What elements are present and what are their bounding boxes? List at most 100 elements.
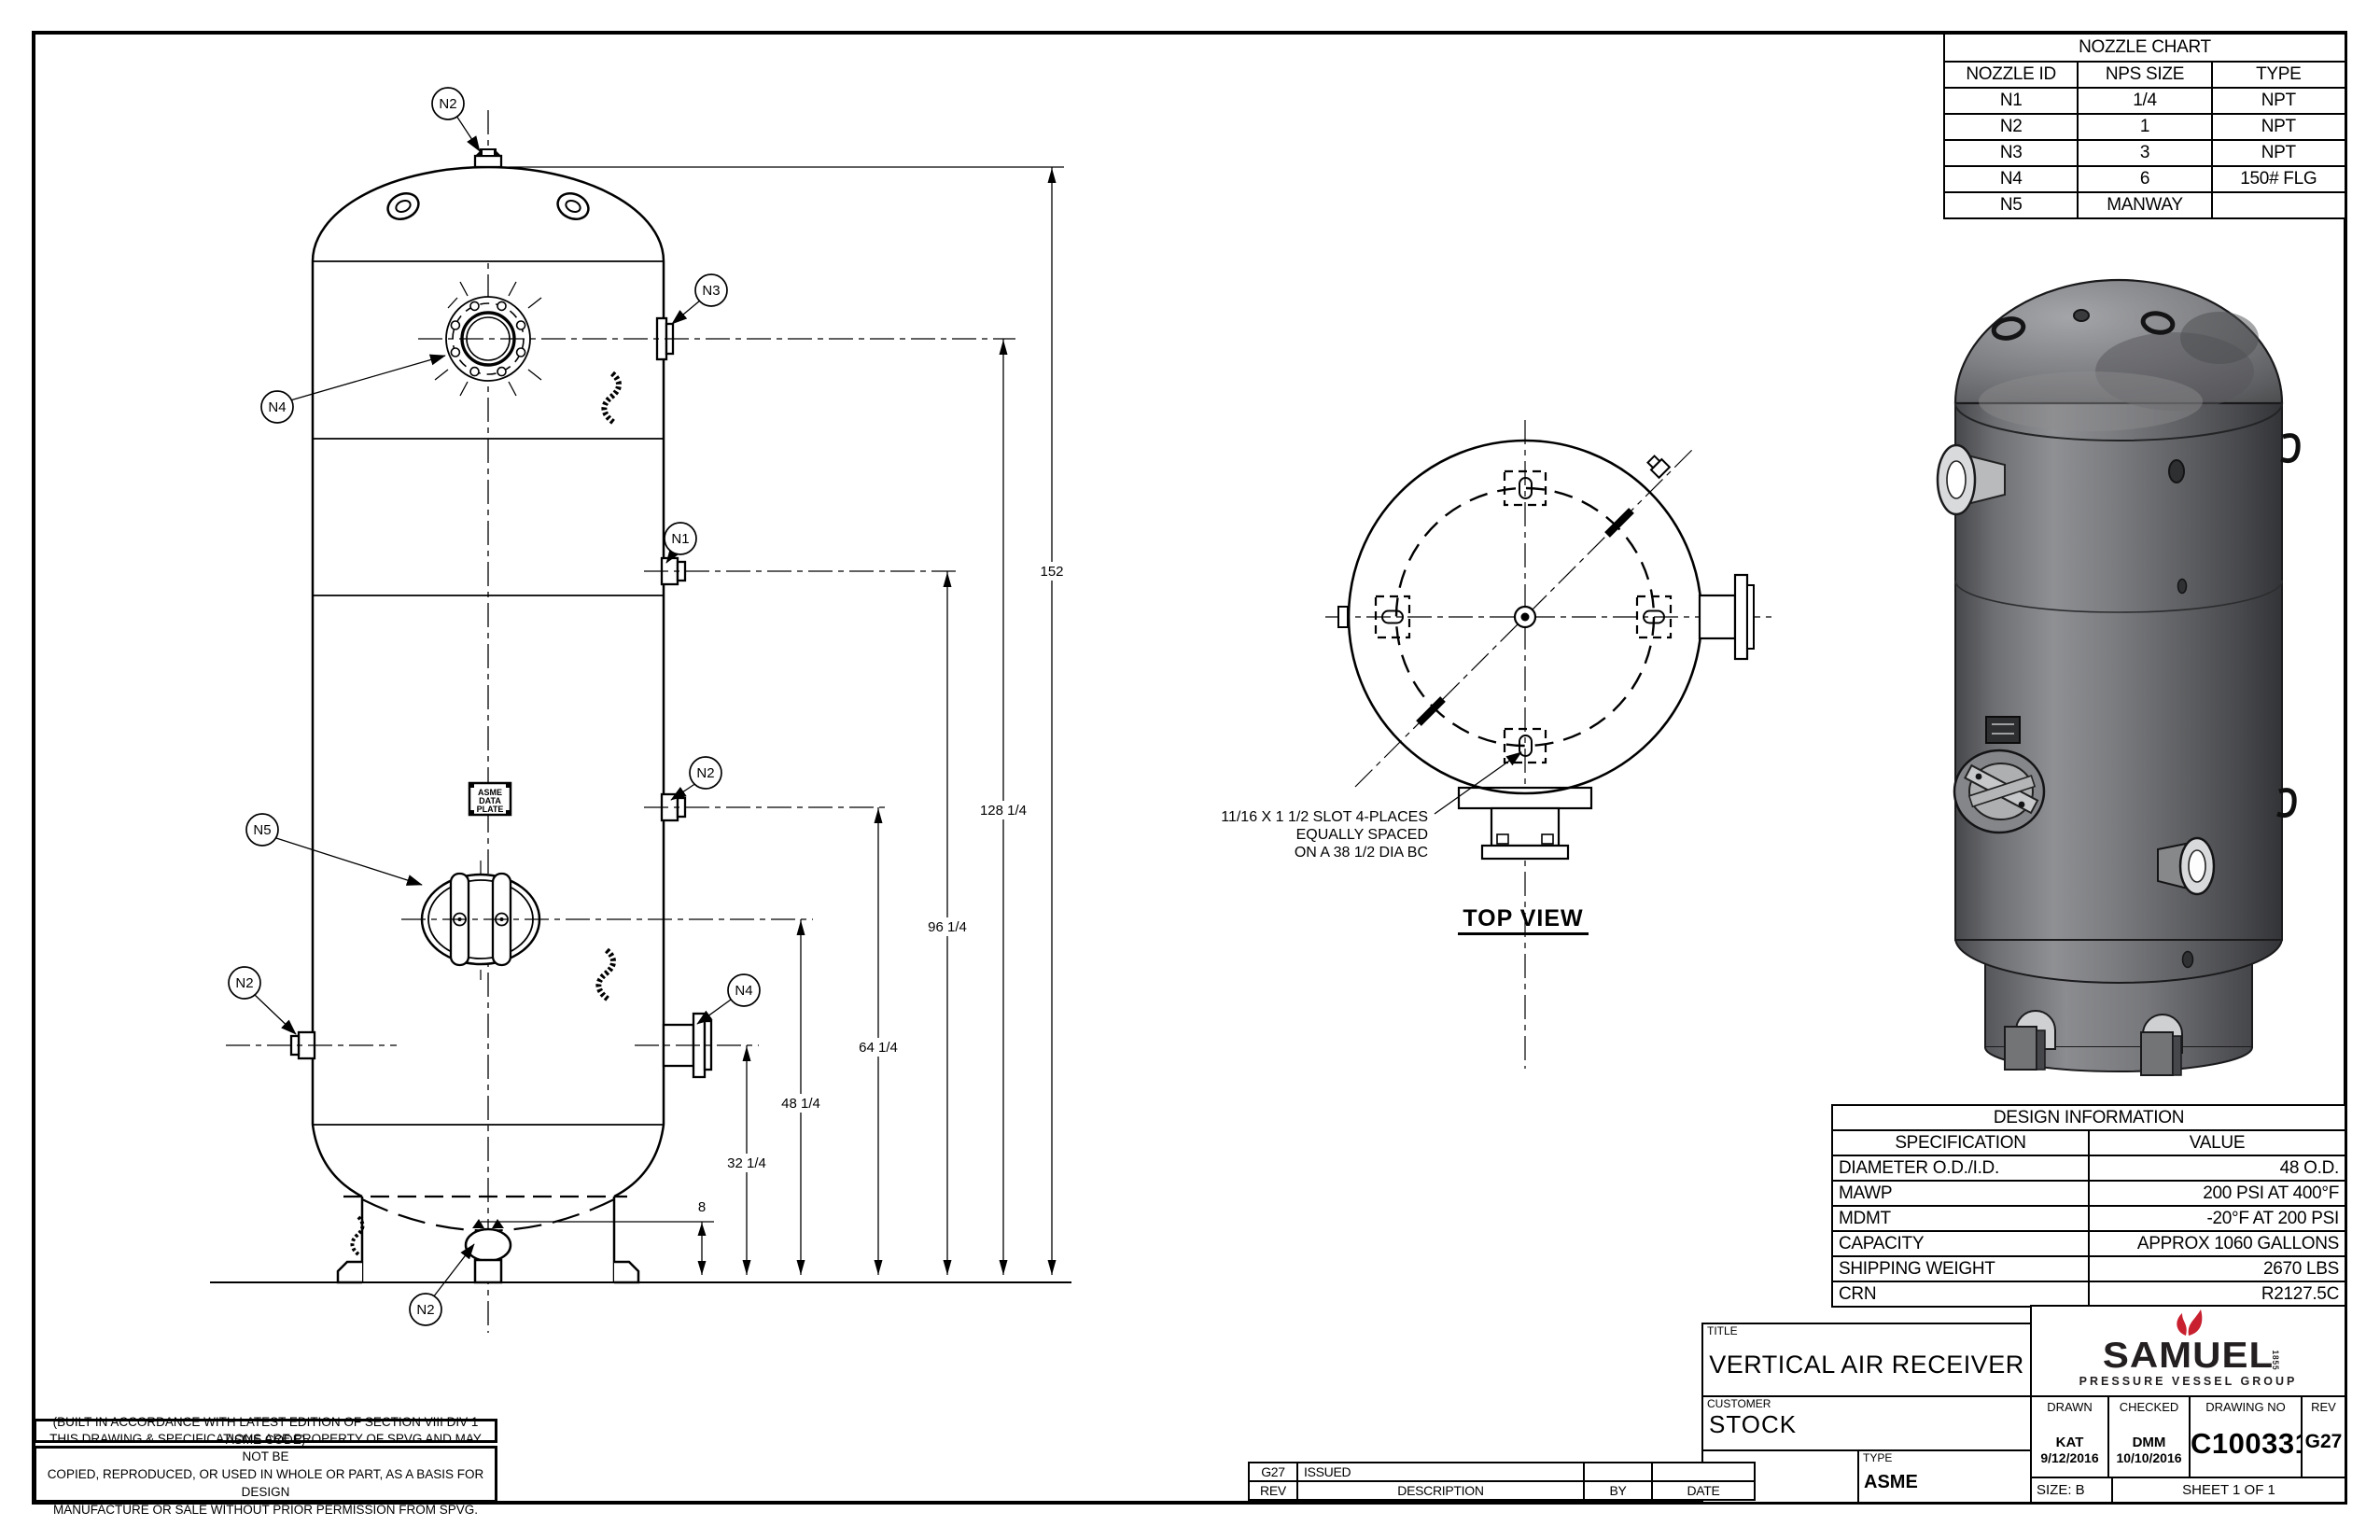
- sheet-border: [32, 31, 2347, 1505]
- rev-entry-by: [1583, 1462, 1653, 1482]
- rev-entry-rev: G27: [1248, 1462, 1298, 1482]
- drawing-no-cell: DRAWING NO C100331: [2189, 1395, 2312, 1478]
- rev-label: REV: [2311, 1400, 2336, 1414]
- svg-text:152: 152: [1040, 564, 1063, 580]
- revision-table: G27 ISSUED REV DESCRIPTION BY DATE: [1248, 1462, 1756, 1503]
- svg-text:N2: N2: [235, 975, 253, 991]
- logo-year: 1855: [2271, 1350, 2281, 1371]
- property-note-line: MANUFACTURE OR SALE WITHOUT PRIOR PERMIS…: [52, 1503, 479, 1517]
- rev-cell: REV G27: [2301, 1395, 2346, 1478]
- svg-text:8: 8: [698, 1199, 706, 1215]
- svg-text:96 1/4: 96 1/4: [928, 919, 967, 935]
- customer-value: STOCK: [1709, 1410, 1798, 1438]
- table-row: DIAMETER O.D./I.D.48 O.D.: [1831, 1155, 2346, 1182]
- checked-by: DMM: [2132, 1435, 2166, 1450]
- drawing-no-value: C100331: [2191, 1427, 2312, 1460]
- svg-text:64 1/4: 64 1/4: [859, 1040, 898, 1056]
- nozzle-chart-title: NOZZLE CHART: [1943, 33, 2346, 63]
- drawn-label: DRAWN: [2047, 1400, 2093, 1414]
- drawn-by: KAT: [2055, 1435, 2084, 1450]
- design-info-title: DESIGN INFORMATION: [1831, 1104, 2346, 1131]
- svg-text:EQUALLY SPACED: EQUALLY SPACED: [1296, 827, 1428, 843]
- property-note-line: THIS DRAWING & SPECIFICATIONS ARE PROPER…: [49, 1432, 482, 1463]
- drawn-date: 9/12/2016: [2040, 1450, 2099, 1465]
- svg-text:N1: N1: [671, 531, 689, 547]
- svg-text:N3: N3: [702, 283, 720, 299]
- property-note: THIS DRAWING & SPECIFICATIONS ARE PROPER…: [34, 1432, 497, 1517]
- col-header-nps-size: NPS SIZE: [2077, 61, 2213, 89]
- date-header: DATE: [1651, 1480, 1756, 1501]
- svg-text:N4: N4: [735, 983, 752, 999]
- svg-text:PLATE: PLATE: [477, 805, 504, 814]
- rev-entry-description: ISSUED: [1296, 1462, 1585, 1482]
- drawn-cell: DRAWN KAT 9/12/2016: [2030, 1395, 2109, 1478]
- table-row: MDMT-20°F AT 200 PSI: [1831, 1205, 2346, 1232]
- title-label: TITLE: [1707, 1324, 1738, 1337]
- svg-text:N2: N2: [416, 1302, 434, 1318]
- elevation-view: ASME DATA PLATE 152: [210, 87, 1071, 1333]
- extension-lines: [226, 166, 1064, 1223]
- asme-data-plate: ASME DATA PLATE: [468, 781, 512, 817]
- dimensions: 152 128 1/4 96 1/4 64 1/4: [697, 167, 1071, 1275]
- iso-view: [1936, 278, 2301, 1076]
- customer-cell: CUSTOMER STOCK: [1701, 1395, 2032, 1451]
- svg-text:N2: N2: [696, 765, 714, 781]
- sheet-cell: SHEET 1 OF 1: [2111, 1477, 2346, 1504]
- property-note-line: COPIED, REPRODUCED, OR USED IN WHOLE OR …: [47, 1467, 484, 1499]
- manway: [420, 861, 541, 980]
- svg-text:N5: N5: [253, 822, 271, 838]
- svg-text:N4: N4: [268, 399, 286, 415]
- top-view: 11/16 X 1 1/2 SLOT 4-PLACES EQUALLY SPAC…: [1221, 420, 1773, 1069]
- revision-header-row: REV DESCRIPTION BY DATE: [1248, 1480, 1756, 1501]
- top-view-label: TOP VIEW: [1463, 905, 1583, 931]
- customer-label: CUSTOMER: [1707, 1397, 1771, 1410]
- design-information-table: DESIGN INFORMATION SPECIFICATION VALUE D…: [1831, 1104, 2346, 1308]
- svg-text:DATA: DATA: [479, 796, 501, 805]
- type-cell: TYPE ASME: [1857, 1449, 2032, 1504]
- type-label: TYPE: [1863, 1451, 1893, 1464]
- svg-text:N2: N2: [439, 96, 456, 112]
- svg-text:32 1/4: 32 1/4: [727, 1155, 766, 1171]
- col-header-value: VALUE: [2088, 1129, 2346, 1156]
- col-header-type: TYPE: [2210, 61, 2347, 89]
- drawing-no-label: DRAWING NO: [2205, 1400, 2286, 1414]
- col-header-specification: SPECIFICATION: [1831, 1129, 2090, 1156]
- revision-row: G27 ISSUED: [1248, 1462, 1756, 1482]
- checked-cell: CHECKED DMM 10/10/2016: [2107, 1395, 2191, 1478]
- rev-value: G27: [2304, 1431, 2343, 1452]
- svg-text:ON A 38 1/2 DIA BC: ON A 38 1/2 DIA BC: [1295, 845, 1428, 861]
- svg-text:11/16 X 1 1/2 SLOT 4-PLACES: 11/16 X 1 1/2 SLOT 4-PLACES: [1221, 809, 1428, 825]
- title-cell: TITLE VERTICAL AIR RECEIVER: [1701, 1323, 2032, 1397]
- svg-text:128 1/4: 128 1/4: [980, 803, 1027, 819]
- size-cell: SIZE: B: [2030, 1477, 2113, 1504]
- flame-icon: [2176, 1309, 2202, 1336]
- description-header: DESCRIPTION: [1296, 1480, 1585, 1501]
- checked-date: 10/10/2016: [2116, 1450, 2182, 1465]
- checked-label: CHECKED: [2119, 1400, 2179, 1414]
- logo-tagline: PRESSURE VESSEL GROUP: [2079, 1375, 2298, 1388]
- svg-text:48 1/4: 48 1/4: [781, 1096, 820, 1112]
- rev-header: REV: [1248, 1480, 1298, 1501]
- type-value: ASME: [1864, 1472, 1918, 1492]
- by-header: BY: [1583, 1480, 1653, 1501]
- svg-text:ASME: ASME: [478, 788, 502, 797]
- code-note: (BUILT IN ACCORDANCE WITH LATEST EDITION…: [34, 1415, 497, 1447]
- drawing-title: VERTICAL AIR RECEIVER: [1709, 1351, 2024, 1379]
- nozzle-balloons: N2 N3 N4 N1 N2 N5 N2 N4 N2: [228, 87, 761, 1326]
